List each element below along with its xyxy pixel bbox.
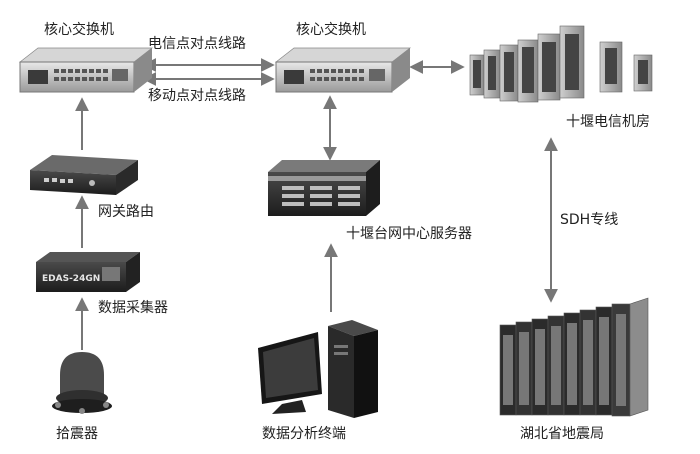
analysis-terminal-icon <box>258 320 378 418</box>
seismometer-icon <box>52 352 112 414</box>
gateway-router-icon <box>30 155 138 195</box>
analysis-terminal-label: 数据分析终端 <box>262 426 346 442</box>
telecom-link-label: 电信点对点线路 <box>148 36 246 52</box>
center-server-icon <box>268 160 380 216</box>
provincial-bureau-racks-icon <box>499 297 649 417</box>
gateway-router-label: 网关路由 <box>98 204 154 220</box>
core-switch-left-label: 核心交换机 <box>44 22 114 38</box>
center-server-label: 十堰台网中心服务器 <box>346 226 472 242</box>
core-switch-left-icon <box>18 47 154 93</box>
core-switch-right-label: 核心交换机 <box>296 22 366 38</box>
mobile-link-label: 移动点对点线路 <box>148 88 246 104</box>
data-collector-icon: EDAS-24GN <box>36 252 140 292</box>
telecom-room-label: 十堰电信机房 <box>566 114 650 130</box>
sdh-line-label: SDH专线 <box>560 212 619 228</box>
data-collector-label: 数据采集器 <box>98 300 168 316</box>
collector-model-text: EDAS-24GN <box>42 274 100 284</box>
connectors <box>75 58 558 350</box>
provincial-bureau-label: 湖北省地震局 <box>520 426 604 442</box>
seismometer-label: 拾震器 <box>56 426 98 442</box>
core-switch-right-icon <box>274 47 412 93</box>
telecom-server-cluster-icon <box>469 25 653 103</box>
